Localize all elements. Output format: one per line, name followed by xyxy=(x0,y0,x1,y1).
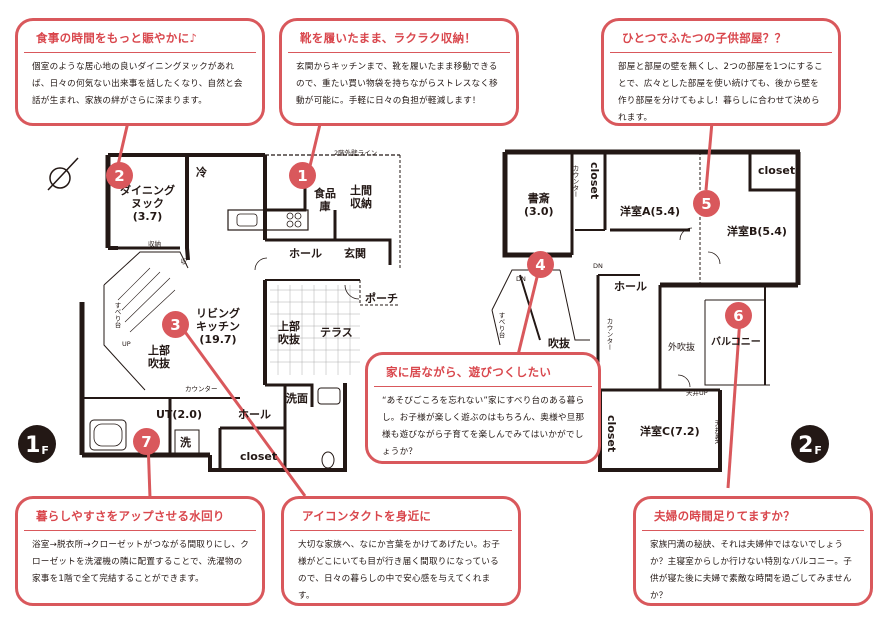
room-terrace: テラス xyxy=(320,326,353,339)
ext-fukinuke-label: 外吹抜 xyxy=(668,343,696,353)
exterior-line-label: 2階外壁ライン xyxy=(334,149,378,157)
closet-c-label: closet xyxy=(605,415,618,453)
room-pantry: 食品庫 xyxy=(314,187,336,213)
room-b: 洋室B(5.4) xyxy=(727,225,787,238)
callout-shoe-storage: 靴を履いたまま、ラクラク収納！ 玄関からキッチンまで、靴を履いたまま移動できるの… xyxy=(279,18,519,126)
badge-7: 7 xyxy=(133,428,160,455)
callout-eye-contact: アイコンタクトを身近に 大切な家族へ、なにか言葉をかけてあげたい。お子様がどこに… xyxy=(281,496,521,606)
badge-6: 6 xyxy=(725,302,752,329)
dn-label: DN xyxy=(593,262,603,270)
room-fukinuke-right: 上部吹抜 xyxy=(278,320,300,346)
room-washroom: 洗面 xyxy=(286,392,308,405)
room-doma: 土間収納 xyxy=(350,184,372,210)
badge-2: 2 xyxy=(106,162,133,189)
room-fridge: 冷 xyxy=(196,166,207,179)
room-porch: ポーチ xyxy=(365,292,398,305)
room-a: 洋室A(5.4) xyxy=(620,205,681,218)
slide-label: すべり台 xyxy=(113,302,121,328)
room-closet: closet xyxy=(240,450,278,463)
room-hall: ホール xyxy=(289,247,322,260)
room-living: リビングキッチン(19.7) xyxy=(196,307,240,346)
slide-label-2f: すべり台 xyxy=(497,312,505,338)
badge-1: 1 xyxy=(289,162,316,189)
balcony-label: バルコニー xyxy=(711,337,761,348)
room-dining: ダイニングヌック(3.7) xyxy=(120,184,175,223)
counter-label-2f-b: カウンター xyxy=(605,318,613,351)
badge-5: 5 xyxy=(693,190,720,217)
room-c: 洋室C(7.2) xyxy=(640,425,700,438)
shelf-label: 収納 xyxy=(148,240,161,248)
callout-water-area: 暮らしやすさをアップさせる水回り 浴室→脱衣所→クローゼットがつながる間取りにし… xyxy=(15,496,265,606)
callout-dining-nook: 食事の時間をもっと賑やかに♪ 個室のような居心地の良いダイニングヌックがあれば、… xyxy=(15,18,265,126)
washer-label: 洗 xyxy=(180,436,191,449)
room-fukinuke-2f: 吹抜 xyxy=(548,337,570,350)
closet-b-label: closet xyxy=(758,164,796,177)
room-fukinuke-left: 上部吹抜 xyxy=(148,344,170,370)
closet-a-label: closet xyxy=(588,162,601,200)
badge-3: 3 xyxy=(162,311,189,338)
counter-label: カウンター xyxy=(185,385,218,393)
badge-4: 4 xyxy=(527,251,554,278)
storage-label: 収 xyxy=(179,258,187,265)
floor1-walls xyxy=(47,153,401,472)
room-hall-2f: ホール xyxy=(614,280,647,293)
room-hall2: ホール xyxy=(238,408,271,421)
room-ut: UT(2.0) xyxy=(156,408,202,421)
callout-couple-time: 夫婦の時間足りてますか？ 家族円満の秘訣、それは夫婦仲ではないでしょうか？主寝室… xyxy=(633,496,873,606)
counter-label-2f: カウンター xyxy=(571,165,579,198)
room-genkan: 玄関 xyxy=(344,247,366,260)
leader-lines xyxy=(116,119,742,499)
callout-kids-room: ひとつでふたつの子供部屋？？ 部屋と部屋の壁を無くし、2つの部屋を1つにすること… xyxy=(601,18,841,126)
dn-label-2: DN xyxy=(516,275,526,283)
stairs-up-label: UP xyxy=(122,340,131,348)
ceiling-attic-label: 天井裏R xyxy=(713,420,721,445)
ceiling-up-label: 天井UP xyxy=(686,389,708,397)
room-study: 書斎(3.0) xyxy=(524,192,554,218)
callout-slide: 家に居ながら、遊びつくしたい “あそびごころを忘れない”家にすべり台のある暮らし… xyxy=(365,352,601,464)
